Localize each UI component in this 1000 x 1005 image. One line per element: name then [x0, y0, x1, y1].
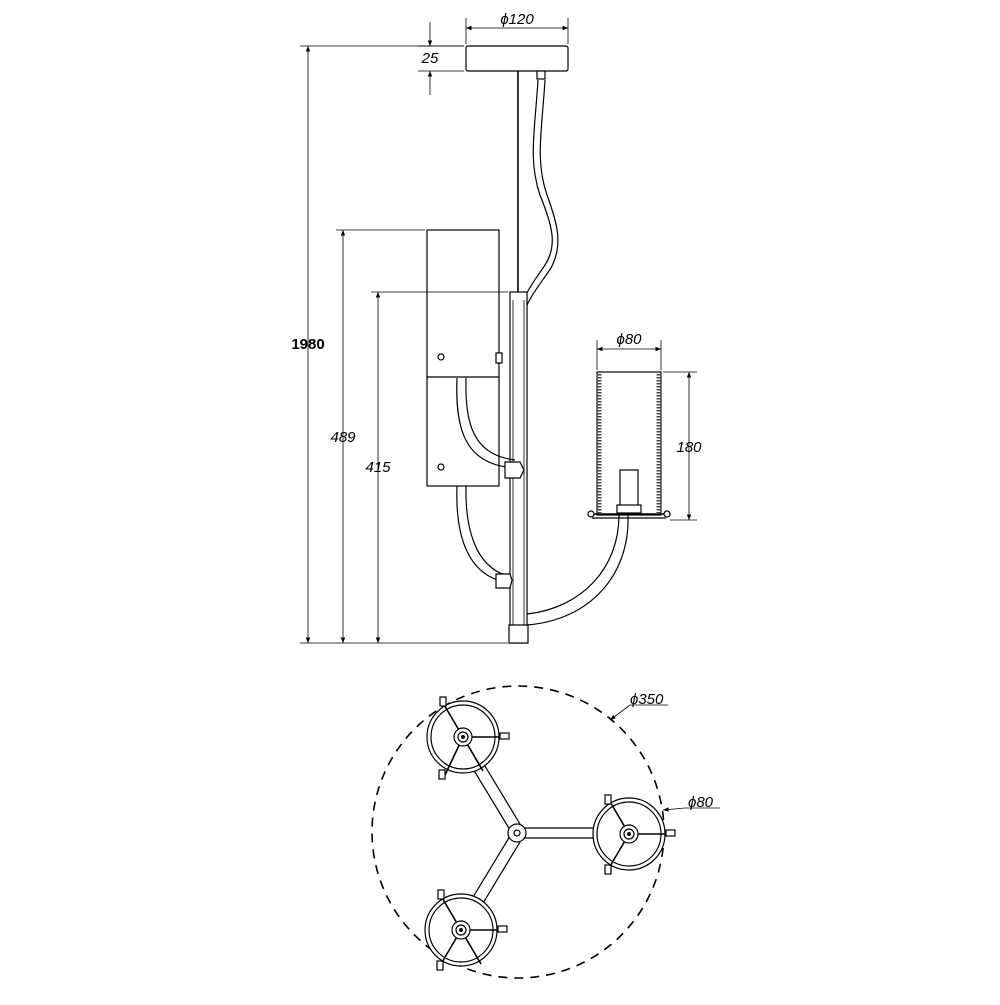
cable-grommet	[536, 70, 546, 80]
back-shade	[426, 229, 500, 487]
left-lower-arm	[456, 485, 506, 583]
shade-diameter-label: ϕ80	[616, 331, 642, 348]
shade-height-label: 180	[676, 439, 702, 456]
right-shade	[596, 371, 662, 516]
overall-height-label: 1980	[291, 336, 324, 353]
lamp-socket	[619, 469, 639, 509]
left-upper-arm	[456, 377, 516, 469]
plan-dimensions: ϕ350 ϕ80	[609, 691, 720, 812]
elevation-dimensions: ϕ120 25 1980 489 415 ϕ80 180	[291, 11, 702, 644]
spread-diameter-label: ϕ350	[630, 691, 664, 708]
plan-shade-top	[426, 696, 510, 780]
right-arm	[526, 514, 629, 626]
elevation-view	[426, 45, 671, 644]
plan-shade-bottom	[424, 889, 508, 971]
plan-shade-diameter-label: ϕ80	[688, 794, 714, 811]
canopy-diameter-label: ϕ120	[500, 11, 534, 28]
power-cable	[519, 79, 553, 311]
plan-hub	[507, 823, 527, 843]
plan-view	[371, 685, 676, 979]
plan-shade-right	[592, 794, 676, 875]
arm-height-label: 415	[365, 459, 391, 476]
canopy-height-label: 25	[421, 50, 439, 67]
ceiling-canopy	[465, 45, 569, 72]
shade-total-height-label: 489	[330, 429, 356, 446]
